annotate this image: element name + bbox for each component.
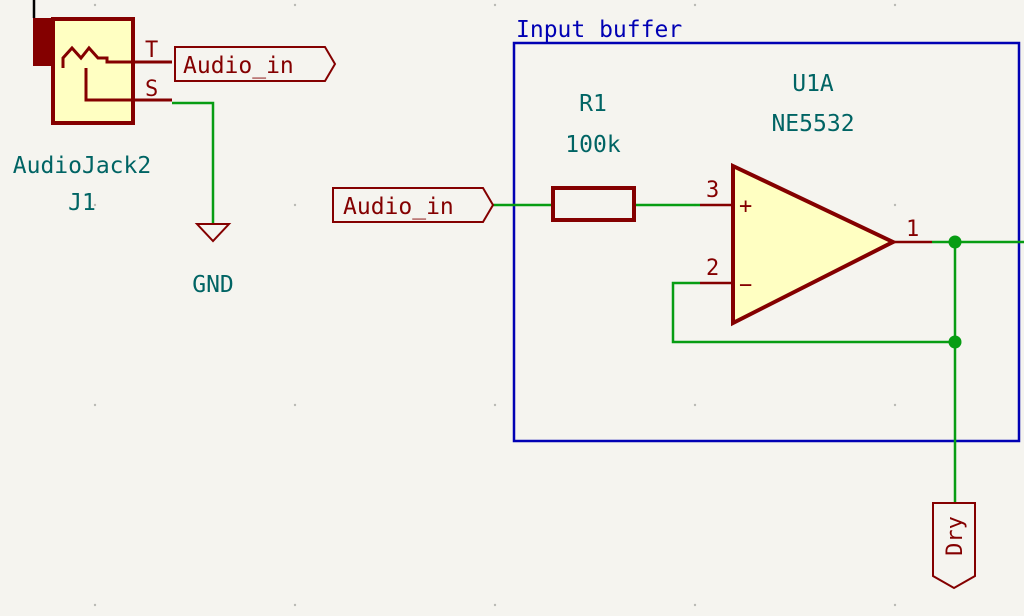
grid-dot <box>693 3 697 7</box>
grid-dot <box>893 3 897 7</box>
jack-value: AudioJack2 <box>13 153 151 179</box>
junction-dot <box>948 235 962 249</box>
grid-dot <box>93 603 97 607</box>
resistor-r1[interactable] <box>551 186 636 222</box>
grid-dot <box>493 403 497 407</box>
global-label-dry[interactable] <box>932 502 976 590</box>
grid-dot <box>293 603 297 607</box>
resistor-value: 100k <box>565 132 621 158</box>
opamp-pin-1: 1 <box>906 217 919 242</box>
jack-tip-contact <box>61 45 172 68</box>
global-label-buffer-text: Audio_in <box>343 194 454 220</box>
opamp-pin-2: 2 <box>706 256 719 281</box>
grid-dot <box>93 203 97 207</box>
jack-reference: J1 <box>68 190 96 216</box>
grid-dot <box>93 3 97 7</box>
global-label-jack-text: Audio_in <box>183 53 294 79</box>
grid-dot <box>493 603 497 607</box>
wire-feedback <box>671 281 955 344</box>
jack-sleeve-block <box>33 18 53 66</box>
grid-dots <box>93 3 897 607</box>
opamp-minus-sign: − <box>739 273 752 298</box>
resistor-reference: R1 <box>579 91 607 117</box>
grid-dot <box>293 3 297 7</box>
grid-dot <box>293 403 297 407</box>
opamp-triangle <box>731 162 898 327</box>
opamp-pin-3: 3 <box>706 178 719 203</box>
opamp-value: NE5532 <box>771 111 854 137</box>
grid-dot <box>693 603 697 607</box>
jack-sleeve-contact <box>84 68 172 102</box>
wire-gnd <box>172 101 215 224</box>
junction-dot <box>948 335 962 349</box>
grid-dot <box>293 203 297 207</box>
opamp-u1a[interactable] <box>700 162 932 327</box>
grid-dot <box>93 403 97 407</box>
global-label-buffer[interactable] <box>332 187 495 223</box>
global-label-dry-text: Dry <box>943 516 968 556</box>
grid-dot <box>893 403 897 407</box>
opamp-reference: U1A <box>792 71 834 97</box>
jack-pin-tip-label: T <box>145 38 158 63</box>
grid-dot <box>693 403 697 407</box>
grid-dot <box>493 3 497 7</box>
jack-body <box>51 17 135 125</box>
jack-pin-sleeve-label: S <box>145 77 158 102</box>
input-buffer-title: Input buffer <box>516 17 682 43</box>
global-label-jack[interactable] <box>174 46 337 82</box>
grid-dot <box>893 603 897 607</box>
wires <box>172 101 1024 503</box>
gnd-label: GND <box>192 272 234 298</box>
opamp-plus-sign: + <box>739 194 752 219</box>
audio-jack-j1[interactable] <box>32 0 172 125</box>
gnd-symbol[interactable] <box>194 223 232 243</box>
grid-dot <box>893 203 897 207</box>
